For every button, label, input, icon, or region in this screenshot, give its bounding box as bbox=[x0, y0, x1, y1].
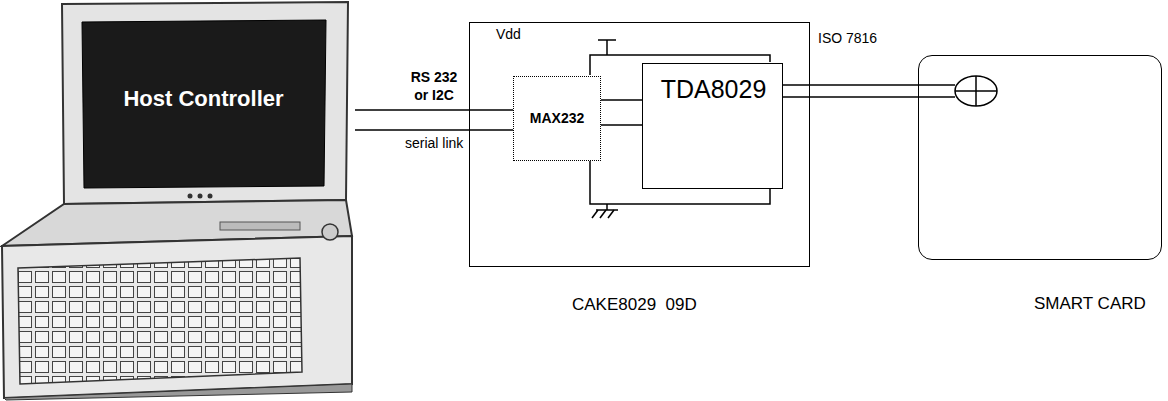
node-text: Host Controller bbox=[82, 86, 325, 112]
edge-label: RS 232 or I2C bbox=[403, 69, 465, 104]
serial-wire bbox=[783, 97, 918, 98]
serial-wire bbox=[601, 125, 642, 126]
card-chip bbox=[918, 76, 997, 106]
max232-box: MAX232 bbox=[513, 76, 601, 161]
node-text: TDA8029 bbox=[643, 74, 784, 104]
node-text: MAX232 bbox=[530, 110, 584, 127]
node-text: CAKE8029 09D bbox=[572, 295, 697, 315]
serial-wire bbox=[355, 110, 513, 111]
tda8029-box: TDA8029 bbox=[642, 63, 783, 189]
serial-wire bbox=[601, 100, 642, 101]
free-label: ISO 7816 bbox=[818, 30, 877, 46]
laptop-illustration bbox=[2, 2, 352, 400]
board-outline: CAKE8029 09DMAX232TDA8029 bbox=[469, 22, 810, 267]
free-label: Vdd bbox=[496, 26, 521, 42]
smart-card: SMART CARD bbox=[918, 55, 1162, 260]
serial-wire bbox=[783, 85, 918, 86]
laptop-host: Host Controller bbox=[0, 0, 355, 401]
edge-label: serial link bbox=[403, 135, 465, 153]
node-text: SMART CARD bbox=[1034, 294, 1146, 314]
serial-wire bbox=[355, 130, 513, 131]
